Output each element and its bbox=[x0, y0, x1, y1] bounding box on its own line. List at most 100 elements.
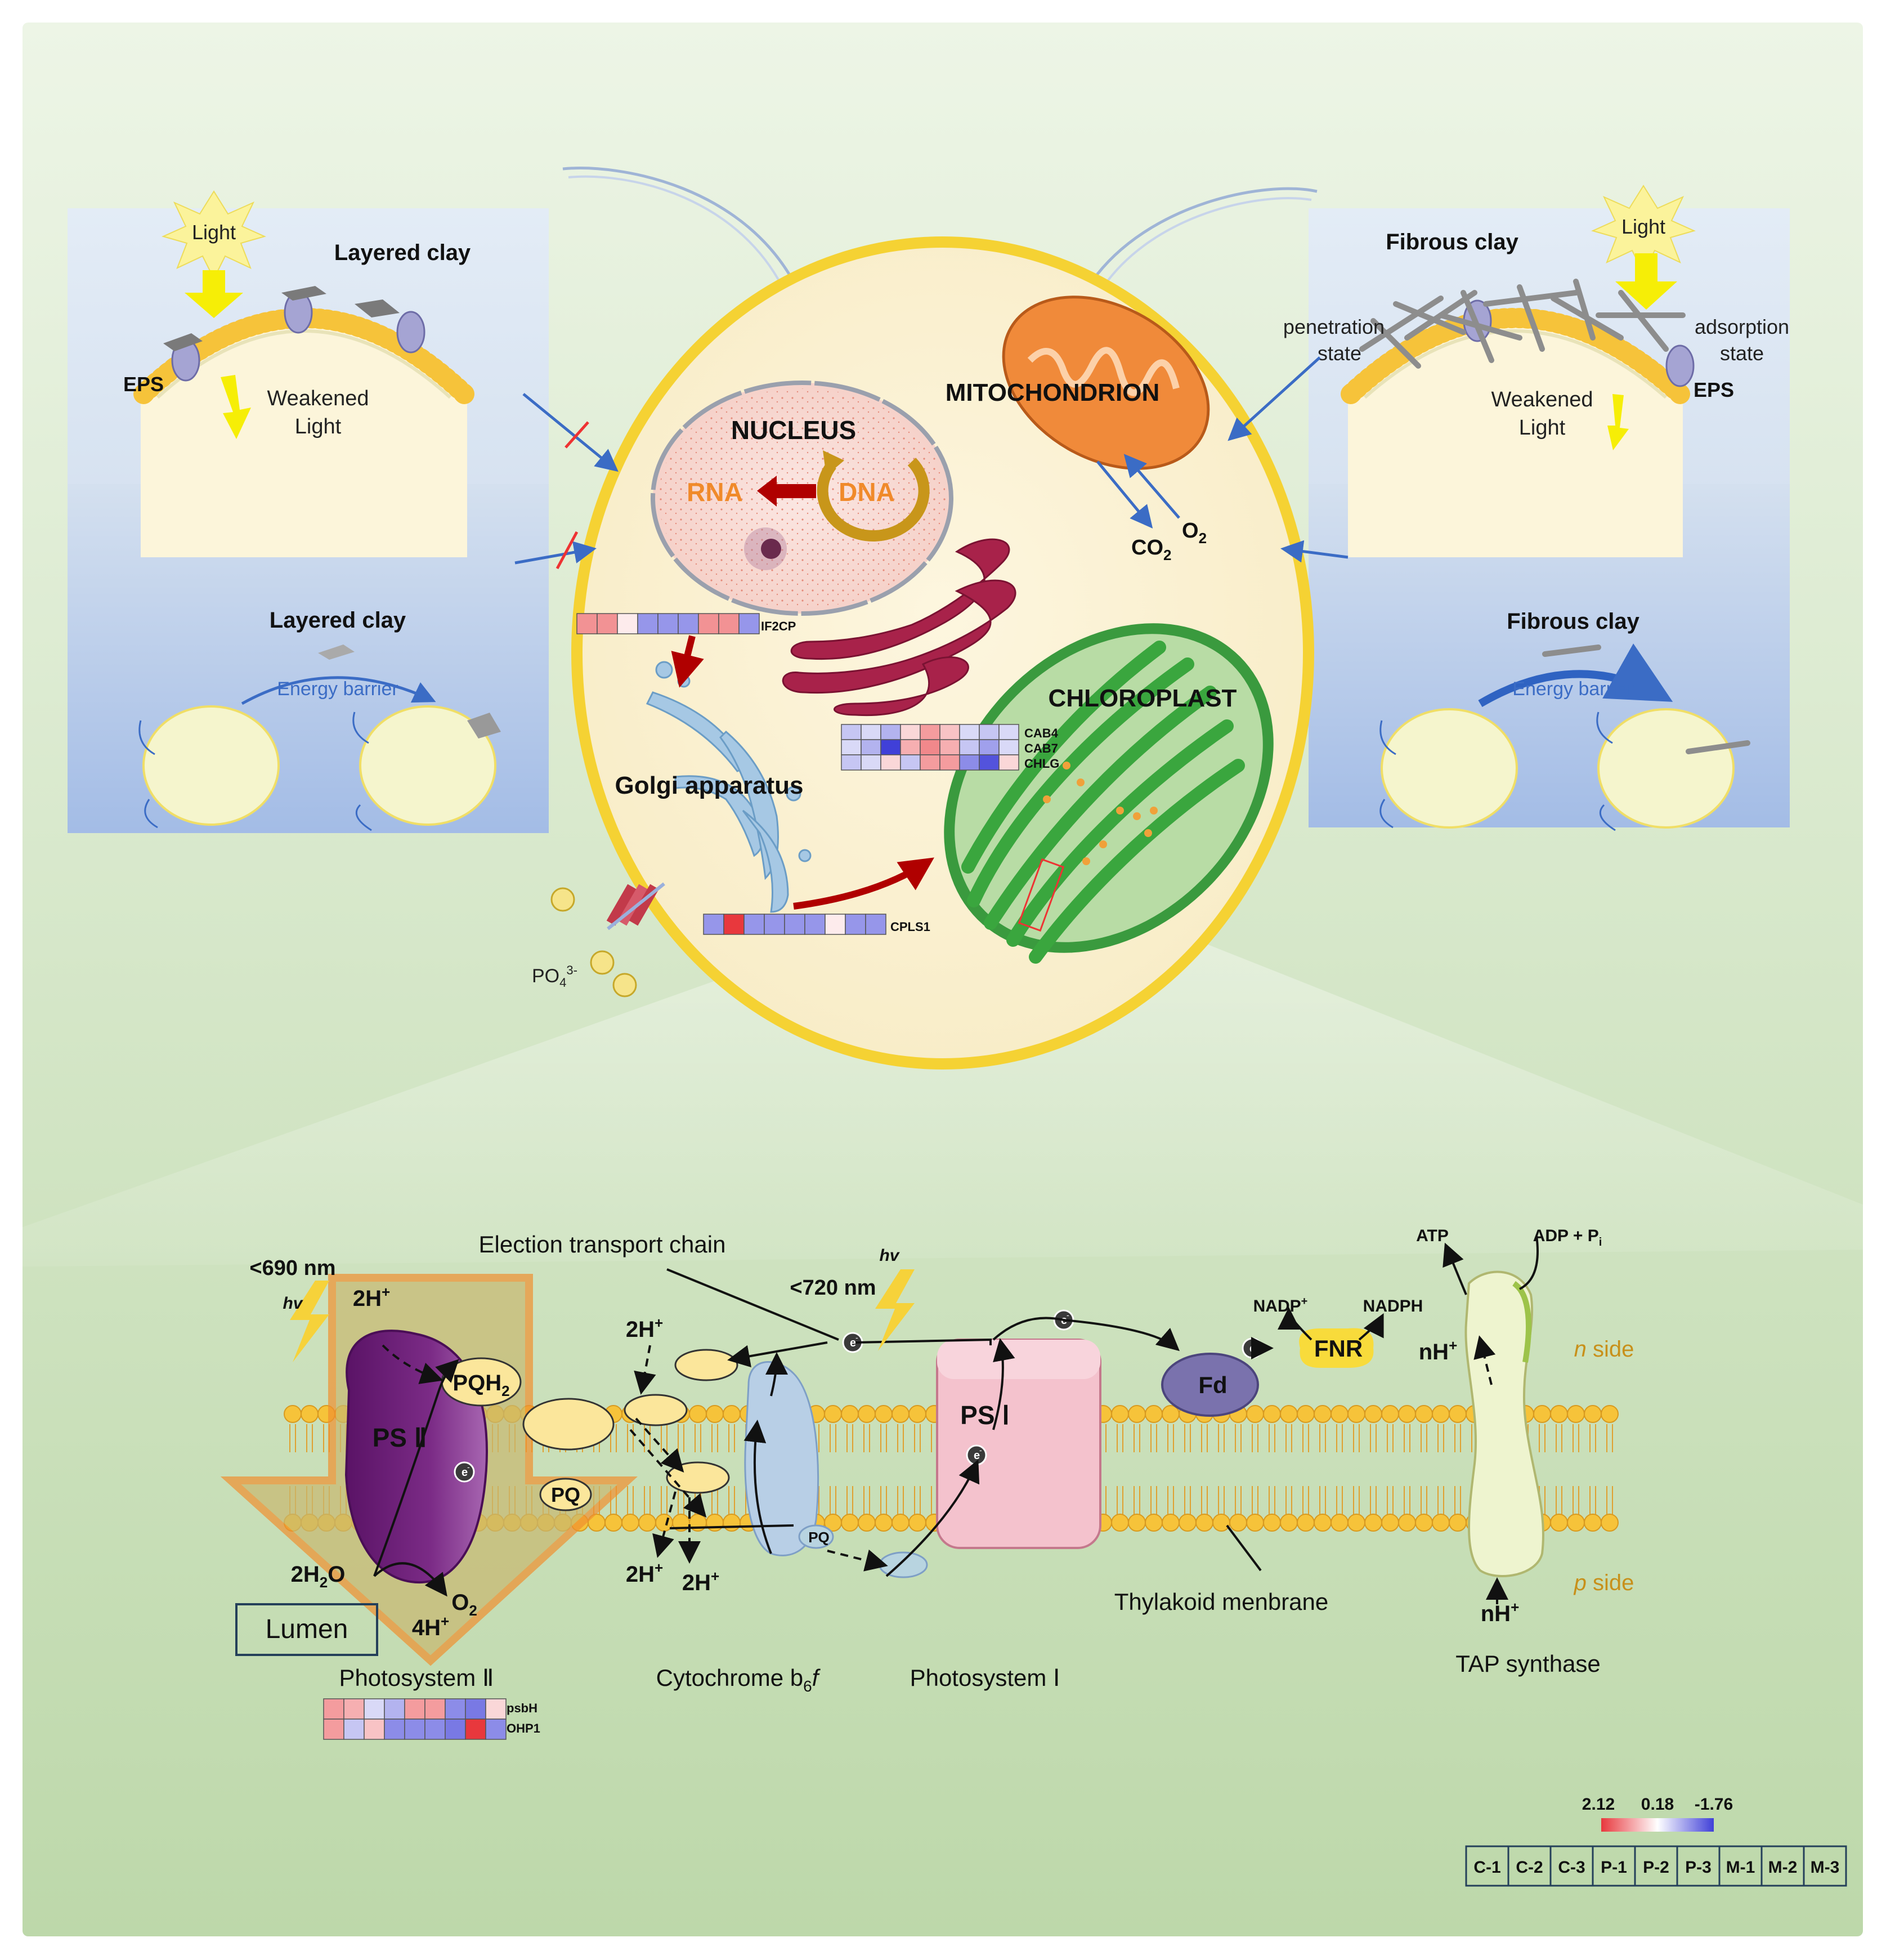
clay-plate bbox=[163, 333, 203, 351]
legend-gradient bbox=[1601, 1818, 1714, 1832]
lipid-head bbox=[1229, 1514, 1247, 1532]
n-side-label: n side bbox=[1574, 1337, 1634, 1362]
legend-group-label: M-2 bbox=[1768, 1858, 1798, 1877]
nm690-label: <690 nm bbox=[249, 1256, 335, 1280]
lipid-head bbox=[1449, 1514, 1467, 1532]
lipid-head bbox=[284, 1405, 302, 1423]
etc-pointer-line bbox=[666, 1268, 839, 1341]
lipid-head bbox=[1432, 1405, 1450, 1423]
lipid-head bbox=[1145, 1514, 1163, 1532]
photosystem-i: PS Ⅰ bbox=[936, 1339, 1101, 1549]
electron-charge: - bbox=[979, 1446, 982, 1455]
legend-group-label: P-3 bbox=[1685, 1858, 1712, 1877]
heatmap-cell bbox=[764, 914, 785, 935]
electron-charge: - bbox=[1067, 1310, 1069, 1319]
heatmap-cell bbox=[841, 739, 862, 755]
lipid-head bbox=[1111, 1514, 1129, 1532]
lipid-head bbox=[1364, 1405, 1382, 1423]
label-psi: Photosystem Ⅰ bbox=[910, 1664, 1060, 1691]
legend-group-label: C-3 bbox=[1558, 1858, 1585, 1877]
heatmap-cell bbox=[698, 613, 719, 634]
right-title-bottom: Fibrous clay bbox=[1507, 609, 1639, 634]
heatmap-cell bbox=[364, 1719, 385, 1740]
heatmap-cell bbox=[939, 754, 960, 771]
lipid-head bbox=[1314, 1405, 1332, 1423]
heatmap-cell bbox=[880, 739, 901, 755]
heatmap-cell bbox=[343, 1719, 365, 1740]
protein-transport-arrow bbox=[671, 635, 704, 688]
thylakoid-pointer-line bbox=[1226, 1524, 1262, 1572]
heatmap-cell bbox=[825, 914, 846, 935]
lipid-head bbox=[1415, 1514, 1433, 1532]
left-panel: Light Layered clay EPS Weakened Light La… bbox=[68, 190, 549, 833]
psi-label: PS Ⅰ bbox=[960, 1400, 1010, 1430]
energy-barrier-arrow bbox=[241, 676, 436, 705]
nucleus-label: NUCLEUS bbox=[731, 415, 856, 445]
lipid-head bbox=[1179, 1514, 1197, 1532]
heatmap-cell bbox=[617, 613, 638, 634]
mitochondrion: MITOCHONDRION CO2 O2 bbox=[946, 296, 1210, 563]
heatmap-cell bbox=[959, 754, 980, 771]
if2cp-label: IF2CP bbox=[761, 619, 796, 633]
heatmap-cell bbox=[743, 914, 765, 935]
lipid-head bbox=[1567, 1405, 1585, 1423]
mitochondrion-label: MITOCHONDRION bbox=[946, 379, 1160, 406]
fnr-enzyme bbox=[1299, 1328, 1374, 1368]
nucleus: NUCLEUS RNA DNA bbox=[651, 381, 953, 616]
energy-barrier-arrow bbox=[1478, 643, 1673, 708]
left-title-bottom: Layered clay bbox=[270, 608, 406, 633]
heatmap-cell bbox=[920, 724, 940, 740]
heatmap-cell bbox=[998, 754, 1019, 771]
fd-label: Fd bbox=[1198, 1372, 1227, 1398]
thylakoid-zoom-box bbox=[1018, 858, 1065, 932]
o2-label: O2 bbox=[1182, 519, 1207, 547]
heatmap-cell bbox=[485, 1698, 507, 1720]
cab4-label: CAB4 bbox=[1024, 726, 1059, 740]
hv-label-psii: hv bbox=[283, 1294, 303, 1313]
lipid-head bbox=[689, 1405, 707, 1423]
lumen-box bbox=[235, 1603, 378, 1656]
lipid-head bbox=[1195, 1514, 1213, 1532]
algal-cell: NUCLEUS RNA DNA MITOCHONDRION CO2 O2 bbox=[571, 236, 1314, 1070]
block-mark bbox=[565, 421, 589, 449]
heatmap-cpls1 bbox=[703, 914, 886, 935]
clay-plate bbox=[467, 713, 501, 739]
h2-cyt-bottom-1: 2H+ bbox=[626, 1559, 663, 1587]
p-side-label: p side bbox=[1574, 1570, 1634, 1595]
lipid-head bbox=[1145, 1405, 1163, 1423]
transcription-arrow-icon bbox=[757, 476, 816, 507]
lipid-head bbox=[1263, 1514, 1281, 1532]
left-title-top: Layered clay bbox=[334, 240, 471, 265]
lipid-head bbox=[1415, 1405, 1433, 1423]
lipid-head bbox=[1212, 1514, 1230, 1532]
lipid-head bbox=[1263, 1405, 1281, 1423]
legend-group-label: M-3 bbox=[1811, 1858, 1840, 1877]
heatmap-cell bbox=[861, 739, 881, 755]
legend-min: -1.76 bbox=[1695, 1795, 1733, 1814]
lipid-head bbox=[892, 1405, 910, 1423]
heatmap-cell bbox=[900, 724, 921, 740]
heatmap-cell bbox=[323, 1719, 344, 1740]
heatmap-cell bbox=[404, 1719, 425, 1740]
block-mark bbox=[556, 531, 579, 570]
plastocyanin bbox=[879, 1551, 928, 1578]
blocked-arrow bbox=[514, 541, 597, 565]
lipid-head bbox=[1314, 1514, 1332, 1532]
lipid-head bbox=[1297, 1405, 1315, 1423]
heatmap-cell bbox=[723, 914, 745, 935]
lipid-head bbox=[1246, 1514, 1264, 1532]
chloroplast-label: CHLOROPLAST bbox=[1049, 684, 1237, 712]
lipid-head bbox=[1601, 1405, 1619, 1423]
pq-label: PQ bbox=[551, 1483, 580, 1506]
nh-top-label: nH+ bbox=[1419, 1337, 1458, 1364]
golgi-label: Golgi apparatus bbox=[615, 772, 804, 799]
etc-title: Election transport chain bbox=[479, 1231, 726, 1258]
h2o-label: 2H2O bbox=[291, 1562, 346, 1591]
heatmap-cell bbox=[880, 754, 901, 771]
phosphate-ions bbox=[550, 887, 637, 997]
pq-carrier bbox=[539, 1478, 592, 1511]
hv-label-psi: hv bbox=[879, 1246, 900, 1265]
phosphate-transporter bbox=[606, 882, 665, 930]
heatmap-cell bbox=[424, 1698, 446, 1720]
algae-cell bbox=[1381, 708, 1518, 829]
